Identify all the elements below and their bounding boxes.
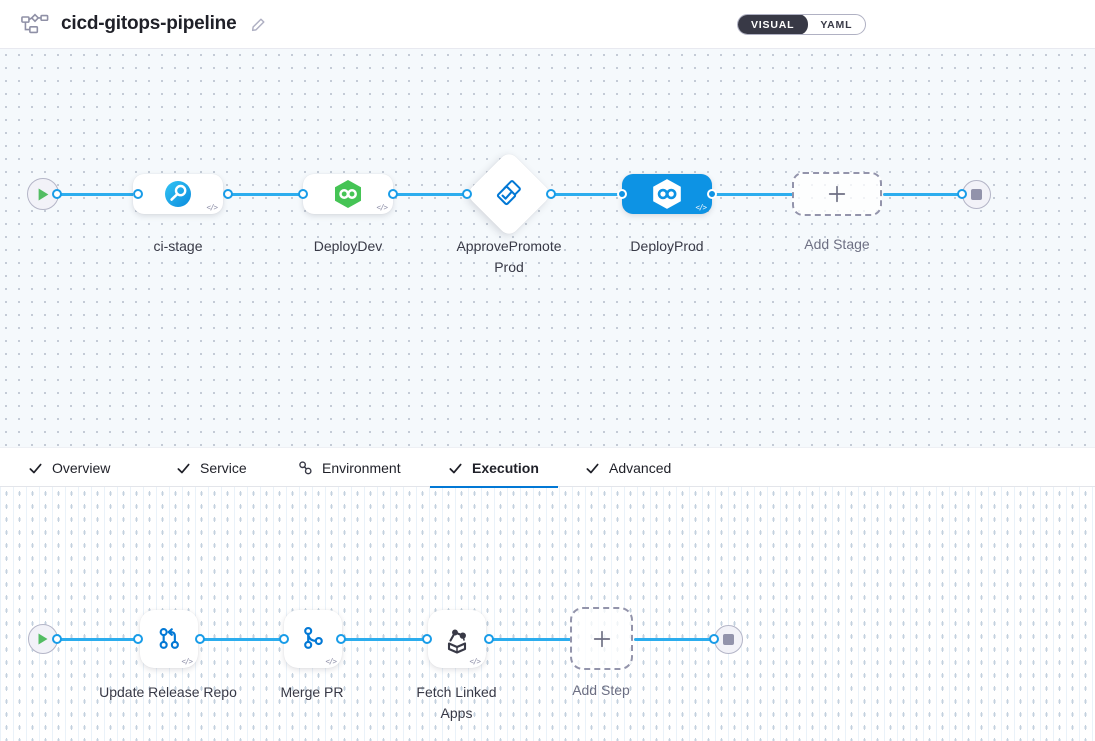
tab-label: Environment: [322, 460, 401, 476]
step-node-update-release-repo[interactable]: </>: [140, 610, 198, 668]
tab-label: Execution: [472, 460, 539, 476]
tab-overview[interactable]: Overview: [28, 448, 110, 488]
link-port: [709, 634, 719, 644]
link-port: [133, 634, 143, 644]
add-stage-label: Add Stage: [804, 236, 870, 252]
fetch-linked-apps-icon: [447, 629, 467, 654]
link-port: [52, 634, 62, 644]
stage-label: DeployProd: [630, 238, 704, 254]
code-badge-icon: </>: [325, 657, 337, 666]
step-node-merge-pr[interactable]: </>: [284, 610, 342, 668]
step-node-fetch-linked-apps[interactable]: </>: [428, 610, 486, 668]
step-label: Fetch Linked Apps: [416, 684, 497, 721]
code-badge-icon: </>: [469, 657, 481, 666]
stop-icon: [723, 634, 734, 645]
stage-label: DeployDev: [313, 238, 383, 254]
tab-label: Advanced: [609, 460, 672, 476]
link-port: [279, 634, 289, 644]
step-label: Merge PR: [280, 684, 344, 700]
stage-label: ci-stage: [153, 238, 203, 254]
code-badge-icon: </>: [695, 203, 707, 212]
plus-icon: [593, 630, 610, 647]
plus-icon: [828, 185, 846, 203]
tab-label: Service: [200, 460, 247, 476]
add-stage-button[interactable]: [792, 172, 882, 216]
merge-pr-icon: [304, 626, 323, 649]
link-line: [634, 638, 715, 641]
link-line: [713, 193, 793, 196]
stage-graph-canvas[interactable]: </> ci-stage </> DeployDev ApprovePromot…: [0, 49, 1095, 447]
link-port: [462, 189, 472, 199]
link-line: [552, 193, 623, 196]
cd-deploy-icon: [653, 179, 681, 209]
edit-pencil-icon[interactable]: [250, 16, 267, 33]
link-port: [223, 189, 233, 199]
tab-execution[interactable]: Execution: [430, 448, 558, 488]
link-port: [422, 634, 432, 644]
tab-service[interactable]: Service: [176, 448, 247, 488]
link-line: [228, 193, 304, 196]
link-port: [336, 634, 346, 644]
environment-nodes-icon: [299, 461, 312, 475]
pipeline-icon: [21, 12, 49, 36]
toggle-visual-button[interactable]: VISUAL: [738, 15, 809, 34]
update-release-repo-icon: [159, 628, 179, 649]
stage-config-tabbar: Overview Service Environment Execution A…: [0, 447, 1095, 488]
execution-graph-canvas[interactable]: </> Update Release Repo </> Merge PR: [0, 487, 1095, 741]
stop-icon: [971, 189, 982, 200]
stage-node-deployprod[interactable]: </>: [622, 174, 712, 214]
link-line: [489, 638, 571, 641]
stage-node-deploydev[interactable]: </>: [303, 174, 393, 214]
play-icon: [38, 633, 48, 645]
link-port: [195, 634, 205, 644]
link-line: [341, 638, 427, 641]
link-port: [617, 189, 627, 199]
check-icon: [29, 463, 42, 473]
add-step-button[interactable]: [570, 607, 633, 670]
step-label: Update Release Repo: [99, 684, 237, 700]
tab-label: Overview: [52, 460, 111, 476]
pipeline-title: cicd-gitops-pipeline: [61, 13, 237, 34]
link-port: [707, 189, 717, 199]
code-badge-icon: </>: [206, 203, 218, 212]
play-icon: [38, 188, 48, 200]
link-port: [484, 634, 494, 644]
link-port: [298, 189, 308, 199]
check-icon: [449, 463, 462, 473]
visual-yaml-toggle: VISUAL YAML: [737, 14, 867, 35]
cd-deploy-icon: [335, 180, 361, 208]
link-line: [883, 193, 963, 196]
ci-build-icon: [165, 181, 191, 207]
stage-node-ci-stage[interactable]: </>: [133, 174, 223, 214]
stage-label: ApprovePromoteProd: [456, 238, 562, 275]
tab-environment[interactable]: Environment: [298, 448, 401, 488]
link-line: [200, 638, 285, 641]
approval-icon: [496, 180, 521, 206]
add-step-label: Add Step: [572, 682, 630, 698]
link-port: [133, 189, 143, 199]
link-line: [394, 193, 468, 196]
execution-start-node: [28, 624, 58, 654]
toggle-yaml-button[interactable]: YAML: [820, 18, 853, 31]
check-icon: [177, 463, 190, 473]
tab-advanced[interactable]: Advanced: [585, 448, 671, 488]
code-badge-icon: </>: [376, 203, 388, 212]
stage-node-approvepromoteprod[interactable]: [465, 150, 553, 238]
link-line: [58, 638, 138, 641]
header-bar: cicd-gitops-pipeline VISUAL YAML: [0, 0, 1095, 49]
check-icon: [586, 463, 599, 473]
link-port: [546, 189, 556, 199]
link-line: [59, 193, 138, 196]
link-port: [388, 189, 398, 199]
link-port: [957, 189, 967, 199]
code-badge-icon: </>: [181, 657, 193, 666]
link-port: [52, 189, 62, 199]
